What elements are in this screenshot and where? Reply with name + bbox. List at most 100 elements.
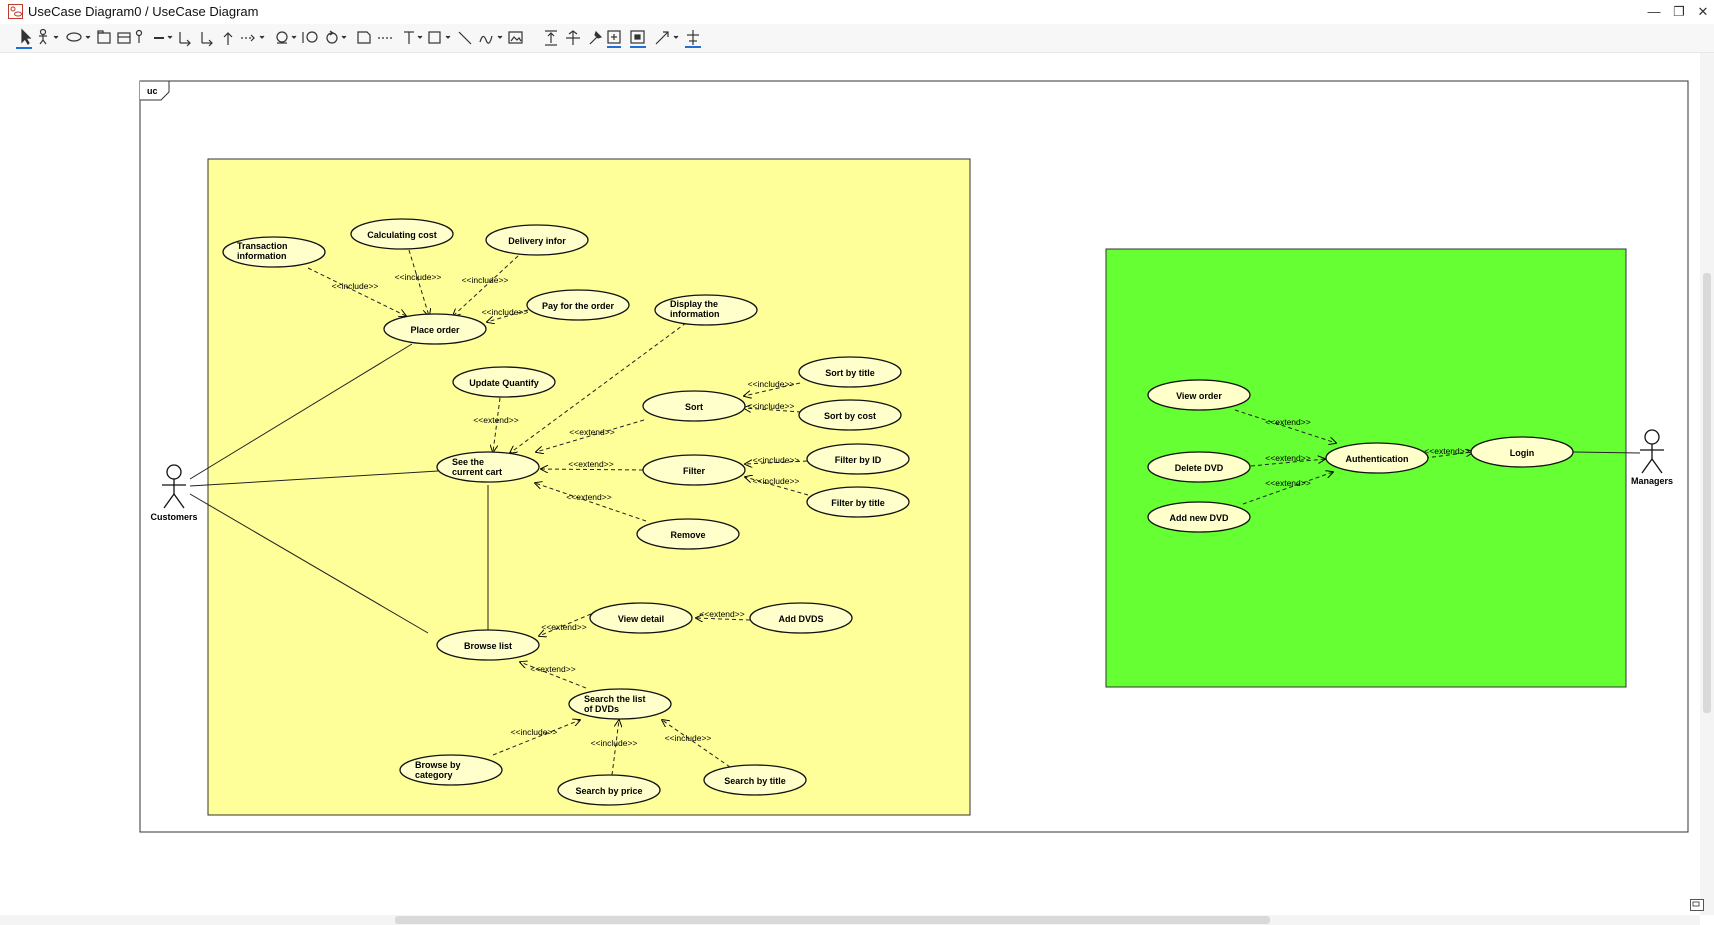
image-icon[interactable] bbox=[508, 31, 523, 44]
interface-icon[interactable] bbox=[302, 31, 318, 43]
horizontal-scroll-thumb[interactable] bbox=[395, 916, 1270, 924]
usecase-delivery-infor[interactable] bbox=[485, 224, 589, 256]
expand-icon[interactable] bbox=[630, 30, 646, 48]
align-icon[interactable] bbox=[685, 30, 701, 48]
usecase-remove[interactable] bbox=[636, 518, 740, 550]
usecase-sort-by-cost[interactable] bbox=[798, 399, 902, 431]
extend-line[interactable] bbox=[520, 662, 587, 689]
usecase-filter[interactable] bbox=[642, 454, 746, 486]
usecase-search-by-price[interactable] bbox=[557, 774, 661, 806]
actor-customers[interactable] bbox=[162, 464, 186, 509]
include-line[interactable] bbox=[487, 309, 529, 322]
freehand-icon[interactable] bbox=[479, 35, 503, 44]
extend-line[interactable] bbox=[535, 483, 647, 522]
extend-line[interactable] bbox=[696, 618, 751, 620]
extend-line[interactable] bbox=[1234, 409, 1336, 443]
vertical-scroll-thumb[interactable] bbox=[1703, 273, 1711, 713]
select-icon[interactable] bbox=[16, 28, 32, 49]
minimize-button[interactable]: — bbox=[1647, 4, 1661, 19]
usecase-filter-by-id[interactable] bbox=[806, 443, 910, 475]
stereotype-label: <<extend>> bbox=[541, 622, 586, 632]
vertical-scrollbar[interactable] bbox=[1700, 53, 1714, 915]
extend-line[interactable] bbox=[536, 419, 645, 452]
package-icon[interactable] bbox=[97, 30, 111, 44]
generalization-icon[interactable] bbox=[201, 32, 213, 47]
pin-icon[interactable] bbox=[135, 29, 143, 44]
association-line[interactable] bbox=[1572, 451, 1641, 454]
stereotype-label: <<extend>> bbox=[569, 427, 614, 437]
usecase-see-the-current-cart[interactable] bbox=[436, 451, 540, 483]
usecase-calculating-cost[interactable] bbox=[350, 218, 454, 250]
include-line[interactable] bbox=[744, 382, 801, 396]
overview-icon[interactable] bbox=[1690, 899, 1704, 911]
usecase-transaction-information[interactable] bbox=[222, 236, 326, 268]
include-line[interactable] bbox=[492, 720, 580, 756]
usecase-icon[interactable] bbox=[66, 32, 91, 42]
note-icon[interactable] bbox=[357, 31, 371, 44]
usecase-filter-by-title[interactable] bbox=[806, 486, 910, 518]
stereotype-label: <<extend>> bbox=[473, 415, 518, 425]
include-line[interactable] bbox=[745, 461, 808, 464]
fit-icon[interactable] bbox=[607, 30, 621, 48]
include-line[interactable] bbox=[408, 249, 429, 316]
include-line[interactable] bbox=[744, 408, 802, 413]
connector-style-icon[interactable] bbox=[655, 31, 679, 45]
usecase-sort-by-title[interactable] bbox=[798, 356, 902, 388]
usecase-pay-for-the-order[interactable] bbox=[526, 289, 630, 321]
restore-button[interactable]: ❐ bbox=[1673, 4, 1685, 19]
distribute-horizontal-icon[interactable] bbox=[566, 30, 580, 45]
boundary-icon[interactable] bbox=[276, 31, 297, 44]
distribute-vertical-icon[interactable] bbox=[545, 30, 557, 46]
usecase-delete-dvd[interactable] bbox=[1147, 451, 1251, 483]
pin-tool-icon[interactable] bbox=[589, 30, 603, 45]
stereotype-label: <<extend>> bbox=[568, 459, 613, 469]
diagram-canvas[interactable]: uc bbox=[0, 53, 1714, 915]
usecase-view-order[interactable] bbox=[1147, 379, 1251, 411]
usecase-add-new-dvd[interactable] bbox=[1147, 501, 1251, 533]
extend-line[interactable] bbox=[1424, 452, 1473, 459]
actor-managers[interactable] bbox=[1640, 429, 1664, 474]
usecase-login[interactable] bbox=[1470, 436, 1574, 468]
usecase-authentication[interactable] bbox=[1325, 442, 1429, 474]
stereotype-label: <<include>> bbox=[665, 733, 712, 743]
close-button[interactable]: ✕ bbox=[1697, 4, 1709, 19]
usecase-label: Browse list bbox=[464, 641, 512, 651]
control-icon[interactable] bbox=[326, 30, 347, 44]
horizontal-scrollbar[interactable] bbox=[0, 915, 1700, 925]
usecase-search-by-title[interactable] bbox=[703, 764, 807, 796]
stereotype-label: <<extend>> bbox=[530, 664, 575, 674]
association-line[interactable] bbox=[189, 343, 413, 480]
include-icon[interactable] bbox=[223, 32, 233, 45]
extend-line[interactable] bbox=[1250, 459, 1325, 467]
include-line[interactable] bbox=[611, 720, 619, 776]
usecase-view-detail[interactable] bbox=[589, 602, 693, 634]
dependency-icon[interactable] bbox=[179, 32, 191, 47]
include-line[interactable] bbox=[745, 477, 809, 496]
extend-line[interactable] bbox=[1242, 472, 1333, 505]
rectangle-icon[interactable] bbox=[428, 31, 451, 44]
extend-line[interactable] bbox=[539, 613, 592, 636]
usecase-sort[interactable] bbox=[642, 390, 746, 422]
extend-line[interactable] bbox=[541, 469, 644, 470]
line-icon[interactable] bbox=[458, 31, 472, 45]
collaboration-icon[interactable] bbox=[117, 32, 131, 44]
usecase-label: Remove bbox=[670, 530, 705, 540]
usecase-label: View detail bbox=[618, 614, 664, 624]
usecase-display-the-information[interactable] bbox=[654, 294, 758, 326]
extend-line[interactable] bbox=[510, 322, 687, 453]
text-icon[interactable] bbox=[404, 31, 423, 44]
extend-icon[interactable] bbox=[241, 34, 265, 42]
usecase-browse-list[interactable] bbox=[436, 629, 540, 661]
include-line[interactable] bbox=[453, 255, 519, 316]
extend-line[interactable] bbox=[493, 397, 501, 452]
association-line[interactable] bbox=[189, 493, 429, 634]
usecase-browse-by-category[interactable] bbox=[399, 754, 503, 786]
association-icon[interactable] bbox=[154, 35, 173, 39]
usecase-add-dvds[interactable] bbox=[749, 602, 853, 634]
usecase-label: Add new DVD bbox=[1169, 513, 1229, 523]
association-line[interactable] bbox=[189, 470, 439, 487]
actor-icon[interactable] bbox=[39, 28, 59, 45]
usecase-update-quantify[interactable] bbox=[452, 366, 556, 398]
usecase-search-the-list-of-dvds[interactable] bbox=[568, 688, 672, 720]
usecase-place-order[interactable] bbox=[383, 313, 487, 345]
